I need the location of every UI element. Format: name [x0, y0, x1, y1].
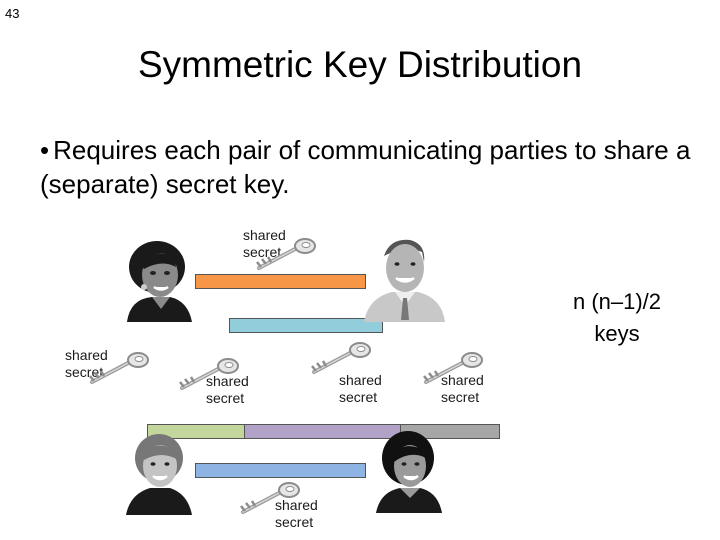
- key-icon: [255, 237, 317, 270]
- woman-avatar-3: [376, 431, 442, 513]
- bullet-text: Requires each pair of communicating part…: [40, 135, 691, 199]
- label-shared-secret-middle-center: shared secret: [339, 372, 382, 405]
- man-avatar: [364, 239, 445, 322]
- bar-top-orange: [195, 274, 366, 289]
- label-shared-secret-top: shared secret: [243, 227, 286, 260]
- slide-number: 43: [5, 6, 20, 21]
- bullet-symbol: •: [40, 135, 50, 165]
- formula-keys-label: keys: [594, 321, 640, 346]
- bar-bottom-blue: [195, 463, 366, 478]
- woman-avatar-2: [126, 434, 192, 515]
- key-icon: [422, 351, 484, 384]
- key-icon: [88, 351, 150, 384]
- label-shared-secret-bottom: shared secret: [275, 497, 318, 530]
- key-icon: [178, 357, 240, 390]
- key-icon: [310, 341, 372, 374]
- slide-title: Symmetric Key Distribution: [137, 44, 583, 85]
- key-count-formula: n (n–1)/2 keys: [557, 286, 677, 350]
- key-icon: [239, 481, 301, 514]
- bar-gray: [400, 424, 500, 439]
- woman-avatar: [127, 241, 192, 322]
- bullet-point: •Requires each pair of communicating par…: [40, 133, 700, 201]
- bar-blue: [229, 318, 383, 333]
- label-shared-secret-left: shared secret: [65, 347, 108, 380]
- label-shared-secret-middle-left: shared secret: [206, 373, 249, 406]
- formula-text: n (n–1)/2: [572, 289, 662, 314]
- label-shared-secret-middle-right: shared secret: [441, 372, 484, 405]
